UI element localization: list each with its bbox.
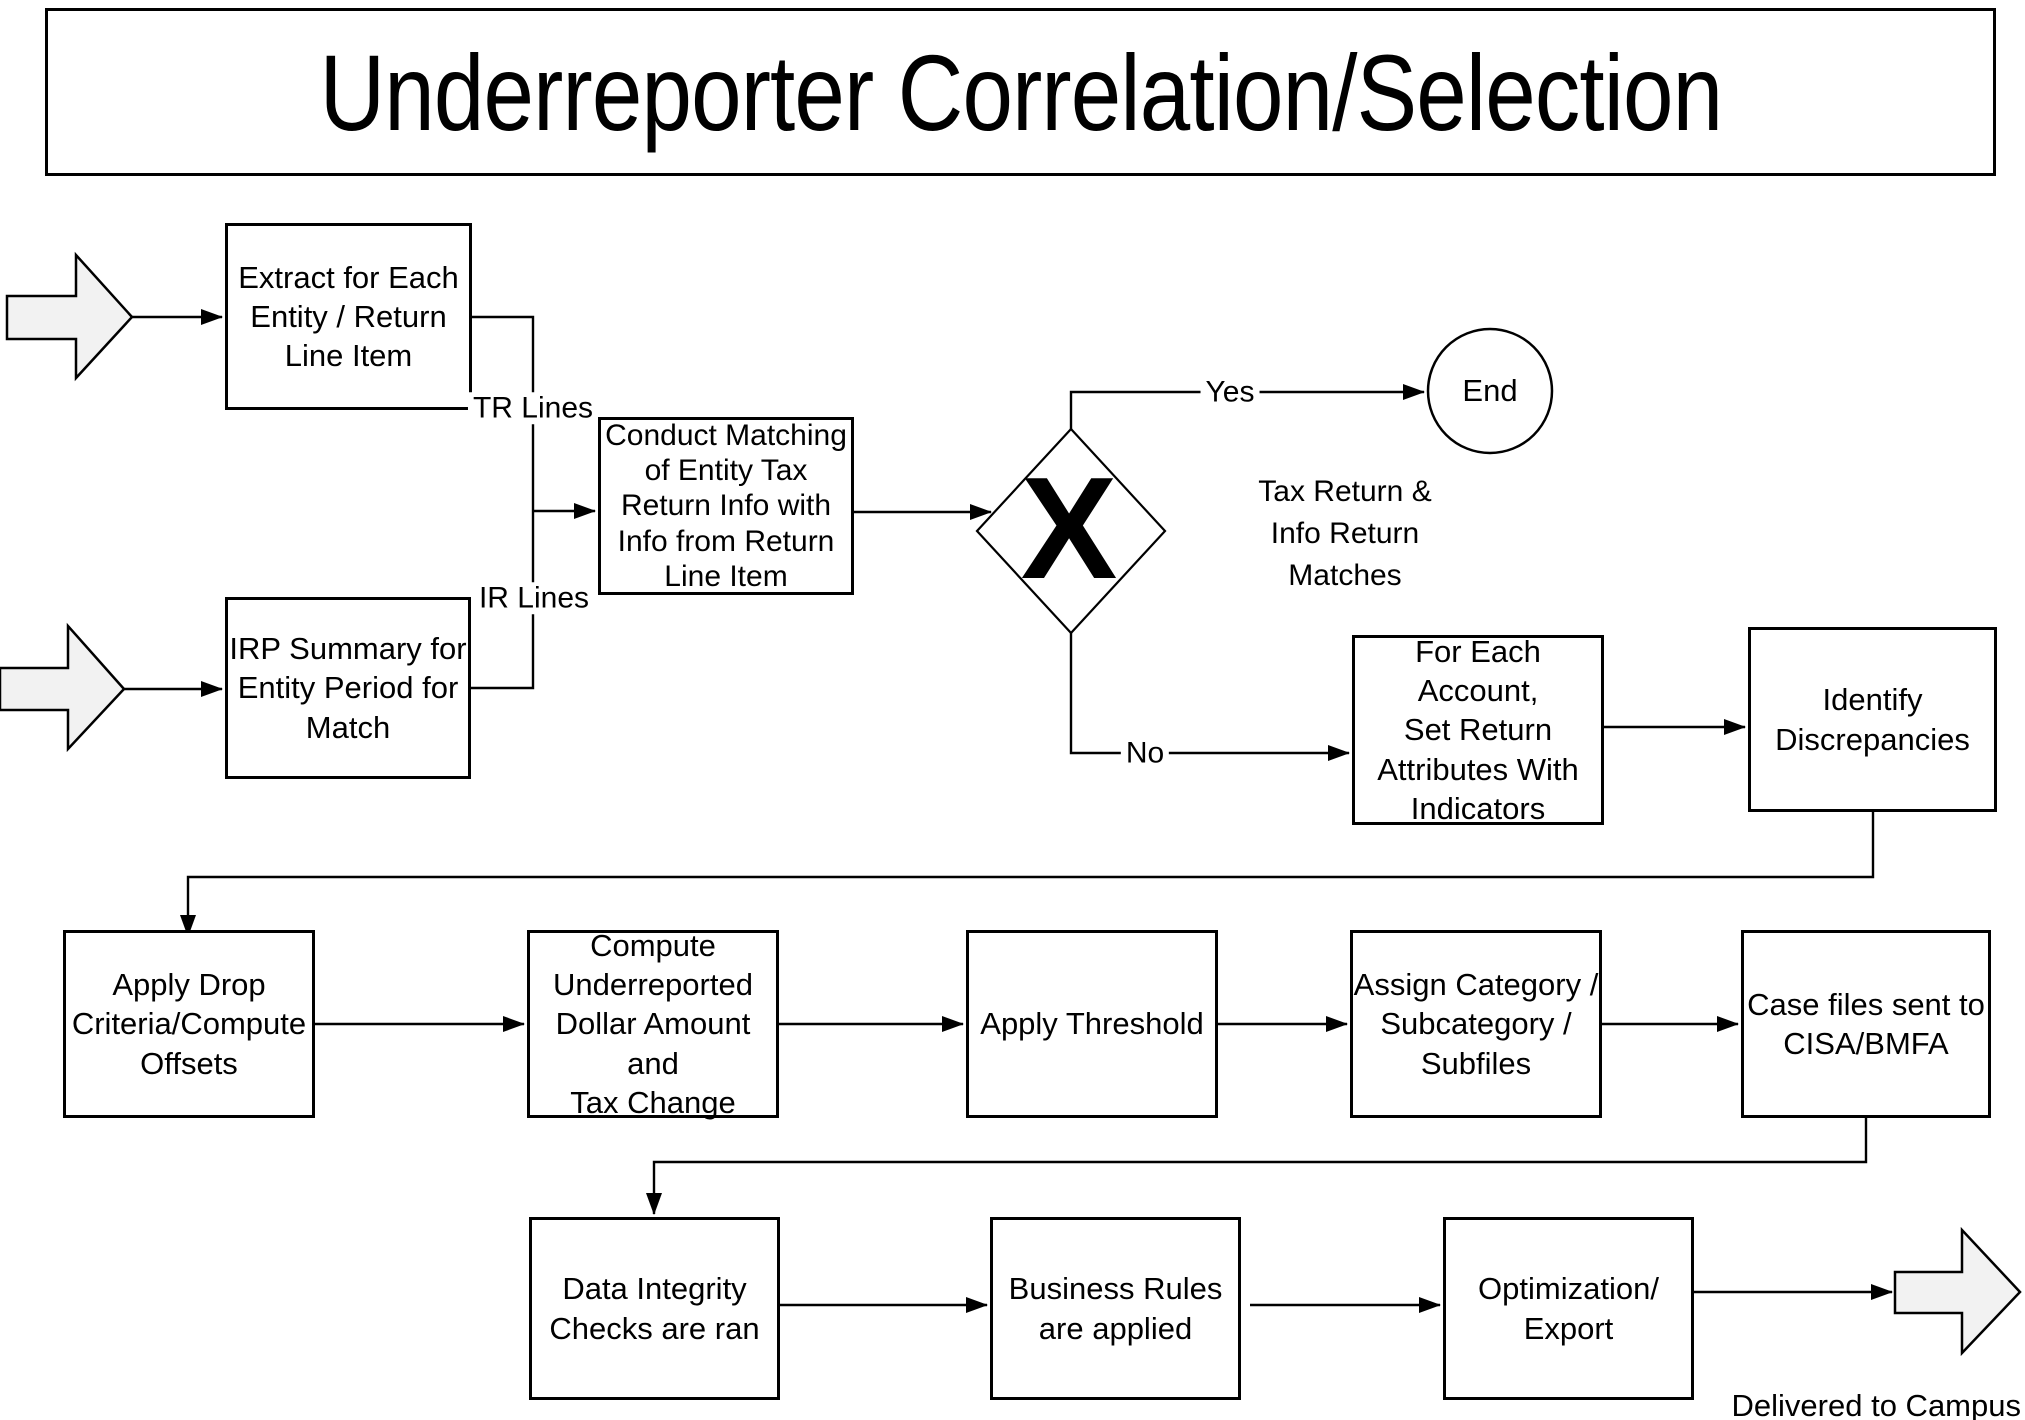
page-title: Underreporter Correlation/Selection: [319, 31, 1723, 153]
process-conduct-matching: Conduct Matching of Entity Tax Return In…: [598, 417, 854, 595]
connector-yes-to-end: [1069, 384, 1425, 429]
input-block-arrow-bottom: [0, 622, 126, 753]
decision-x-label: X: [1020, 446, 1118, 609]
title-box: Underreporter Correlation/Selection: [45, 8, 1996, 176]
edge-label-yes: Yes: [1200, 376, 1260, 408]
process-business-rules: Business Rules are applied: [990, 1217, 1241, 1400]
annotation-match-note: Tax Return & Info Return Matches: [1258, 475, 1432, 592]
annotation-delivered-to-campus: Delivered to Campus: [1731, 1388, 2021, 1420]
connector-tr-ir-junction: [471, 315, 535, 690]
process-irp-summary: IRP Summary for Entity Period for Match: [225, 597, 471, 779]
process-optimization-export: Optimization/ Export: [1443, 1217, 1694, 1400]
process-extract: Extract for Each Entity / Return Line It…: [225, 223, 472, 410]
process-case-files-sent: Case files sent to CISA/BMFA: [1741, 930, 1991, 1118]
process-compute-underreported: Compute Underreported Dollar Amount and …: [527, 928, 779, 1120]
connector-identify-to-row2: [180, 812, 1875, 937]
output-block-arrow: [1893, 1226, 2022, 1357]
process-set-return-attributes: For Each Account, Set Return Attributes …: [1352, 634, 1604, 826]
edge-label-no: No: [1120, 737, 1170, 769]
end-label: End: [1462, 373, 1518, 408]
end-terminator-circle: [1426, 327, 1554, 455]
connector-casefiles-to-row3: [646, 1118, 1868, 1215]
edge-label-tr-lines: TR Lines: [467, 392, 599, 424]
edge-label-ir-lines: IR Lines: [473, 582, 595, 614]
process-assign-category: Assign Category / Subcategory / Subfiles: [1350, 930, 1602, 1118]
input-block-arrow-top: [5, 251, 134, 382]
process-identify-discrepancies: Identify Discrepancies: [1748, 627, 1997, 812]
connector-no-to-foreach: [1069, 633, 1350, 761]
process-apply-drop-criteria: Apply Drop Criteria/Compute Offsets: [63, 930, 315, 1118]
process-apply-threshold: Apply Threshold: [966, 930, 1218, 1118]
process-data-integrity-checks: Data Integrity Checks are ran: [529, 1217, 780, 1400]
